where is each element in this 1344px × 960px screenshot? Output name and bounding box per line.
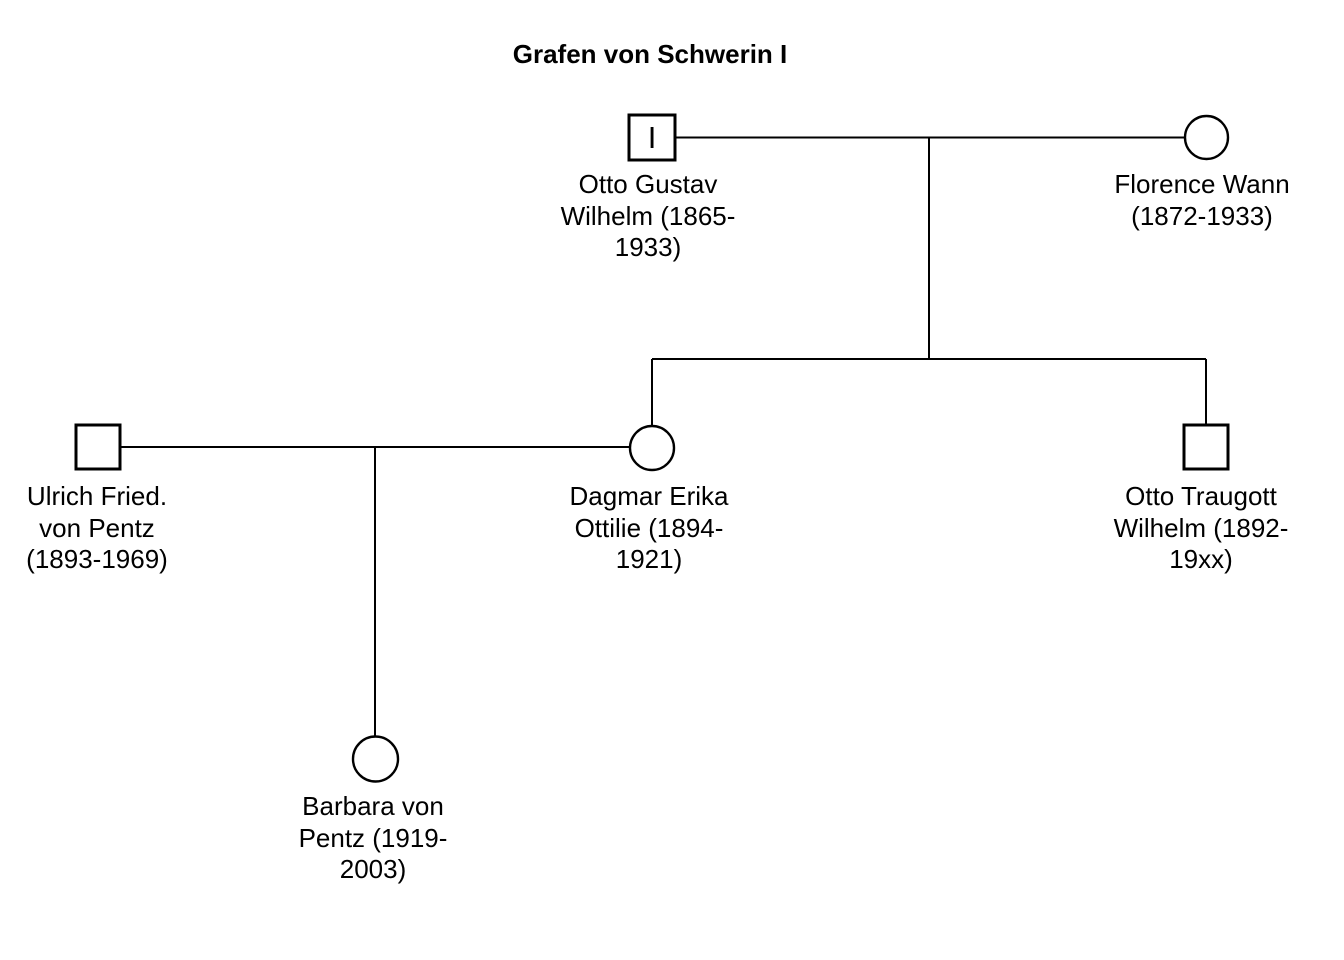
male-symbol-ulrich <box>74 423 122 471</box>
generation-marker: I <box>647 120 657 155</box>
male-symbol-otto-traugott <box>1182 423 1230 471</box>
connector-lines <box>120 136 1208 736</box>
female-symbol-florence <box>1183 114 1230 161</box>
person-label-otto-gustav: Otto Gustav Wilhelm (1865- 1933) <box>560 169 736 262</box>
person-symbols <box>74 113 1230 783</box>
person-label-dagmar: Dagmar Erika Ottilie (1894- 1921) <box>569 481 729 574</box>
female-symbol-dagmar <box>628 424 676 472</box>
person-label-otto-traugott: Otto Traugott Wilhelm (1892- 19xx) <box>1113 481 1289 574</box>
chart-title: Grafen von Schwerin I <box>512 39 788 69</box>
female-symbol-barbara <box>351 735 400 783</box>
person-label-ulrich: Ulrich Fried. von Pentz (1893-1969) <box>26 481 168 574</box>
person-label-florence: Florence Wann (1872-1933) <box>1114 169 1290 231</box>
male-symbol-otto-gustav <box>627 113 677 162</box>
person-label-barbara: Barbara von Pentz (1919- 2003) <box>298 791 448 884</box>
